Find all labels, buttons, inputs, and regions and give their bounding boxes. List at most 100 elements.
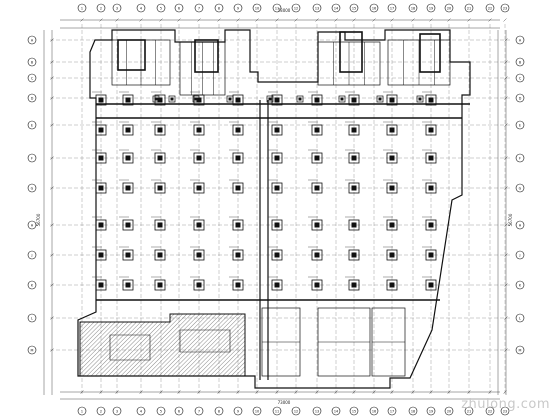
column: [345, 149, 360, 164]
axis-bubble-bottom: 9: [233, 406, 243, 416]
column: [422, 216, 437, 231]
axis-bubble-top: 23: [500, 3, 510, 13]
column: [422, 121, 437, 136]
axis-bubble-label: 9: [237, 409, 239, 413]
axis-bubble-left: A: [27, 35, 37, 45]
column: [192, 95, 200, 103]
axis-bubble-right: E: [515, 120, 525, 130]
axis-bubble-right: A: [515, 35, 525, 45]
column: [151, 246, 166, 261]
column: [119, 179, 134, 194]
axis-bubble-label: 22: [488, 409, 492, 413]
axis-bubble-label: L: [519, 316, 521, 320]
dimension-tick: [504, 348, 508, 352]
dimension-tick: [275, 18, 279, 22]
dimension-tick: [315, 18, 319, 22]
axis-bubble-label: 13: [315, 6, 319, 10]
axis-bubble-top: 11: [272, 3, 282, 13]
dimension-tick: [294, 18, 298, 22]
axis-bubble-label: 6: [178, 6, 180, 10]
axis-bubble-label: 4: [140, 6, 142, 10]
column: [119, 149, 134, 164]
axis-bubble-label: H: [519, 223, 522, 227]
axis-bubble-left: C: [27, 73, 37, 83]
axis-bubble-right: M: [515, 345, 525, 355]
column: [229, 179, 244, 194]
dimension-tick: [50, 76, 54, 80]
right-total-dimension: 56700: [508, 213, 513, 226]
column: [268, 246, 283, 261]
dimension-tick: [315, 390, 319, 394]
dimension-tick: [50, 253, 54, 257]
axis-bubble-top: 5: [156, 3, 166, 13]
dimension-tick: [115, 390, 119, 394]
dimension-tick: [99, 390, 103, 394]
axis-bubble-top: 14: [331, 3, 341, 13]
axis-bubble-label: 2: [100, 409, 102, 413]
axis-bubble-label: 12: [294, 409, 298, 413]
column: [376, 95, 384, 103]
column: [422, 246, 437, 261]
axis-bubble-label: 1: [81, 409, 83, 413]
column: [308, 276, 323, 291]
axis-bubble-left: B: [27, 57, 37, 67]
column: [190, 179, 205, 194]
column: [92, 149, 107, 164]
column: [308, 216, 323, 231]
dimension-tick: [411, 390, 415, 394]
column: [345, 246, 360, 261]
column: [266, 95, 274, 103]
column: [296, 95, 304, 103]
dimension-tick: [50, 348, 54, 352]
dimension-tick: [503, 390, 507, 394]
dimension-tick: [80, 390, 84, 394]
column: [308, 121, 323, 136]
axis-bubble-label: C: [31, 76, 34, 80]
axis-bubble-left: L: [27, 313, 37, 323]
axis-bubble-label: K: [519, 283, 522, 287]
axis-bubble-top: 18: [408, 3, 418, 13]
axis-bubble-label: 8: [218, 409, 220, 413]
axis-bubble-label: 18: [411, 6, 415, 10]
stair-core: [339, 31, 363, 73]
column: [383, 276, 398, 291]
dimension-tick: [50, 60, 54, 64]
dimension-tick: [504, 76, 508, 80]
dimension-tick: [197, 18, 201, 22]
axis-bubble-top: 22: [485, 3, 495, 13]
axis-bubble-top: 12: [291, 3, 301, 13]
column: [268, 276, 283, 291]
axis-bubble-bottom: 5: [156, 406, 166, 416]
axis-bubble-left: M: [27, 345, 37, 355]
axis-bubble-left: J: [27, 250, 37, 260]
axis-bubble-bottom: 2: [96, 406, 106, 416]
column: [345, 121, 360, 136]
axis-bubble-left: F: [27, 153, 37, 163]
axis-bubble-bottom: 13: [312, 406, 322, 416]
axis-bubble-top: 16: [369, 3, 379, 13]
top-total-dimension: 73000: [278, 8, 291, 13]
axis-bubble-label: 21: [467, 6, 471, 10]
dimension-tick: [50, 156, 54, 160]
axis-bubble-bottom: 15: [349, 406, 359, 416]
dimension-tick: [255, 18, 259, 22]
axis-bubble-top: 4: [136, 3, 146, 13]
axis-bubble-label: 4: [140, 409, 142, 413]
stair-core: [419, 33, 441, 73]
dimension-tick: [334, 390, 338, 394]
axis-bubble-bottom: 8: [214, 406, 224, 416]
axis-bubble-top: 10: [252, 3, 262, 13]
axis-bubble-label: 12: [294, 6, 298, 10]
column: [190, 121, 205, 136]
dimension-tick: [217, 18, 221, 22]
axis-bubble-bottom: 19: [426, 406, 436, 416]
dimension-tick: [447, 18, 451, 22]
axis-bubble-bottom: 22: [485, 406, 495, 416]
dimension-tick: [294, 390, 298, 394]
dimension-tick: [503, 18, 507, 22]
dimension-tick: [467, 18, 471, 22]
axis-bubble-label: 21: [467, 409, 471, 413]
axis-bubble-right: H: [515, 220, 525, 230]
axis-bubble-label: 23: [503, 409, 507, 413]
axis-bubble-top: 3: [112, 3, 122, 13]
